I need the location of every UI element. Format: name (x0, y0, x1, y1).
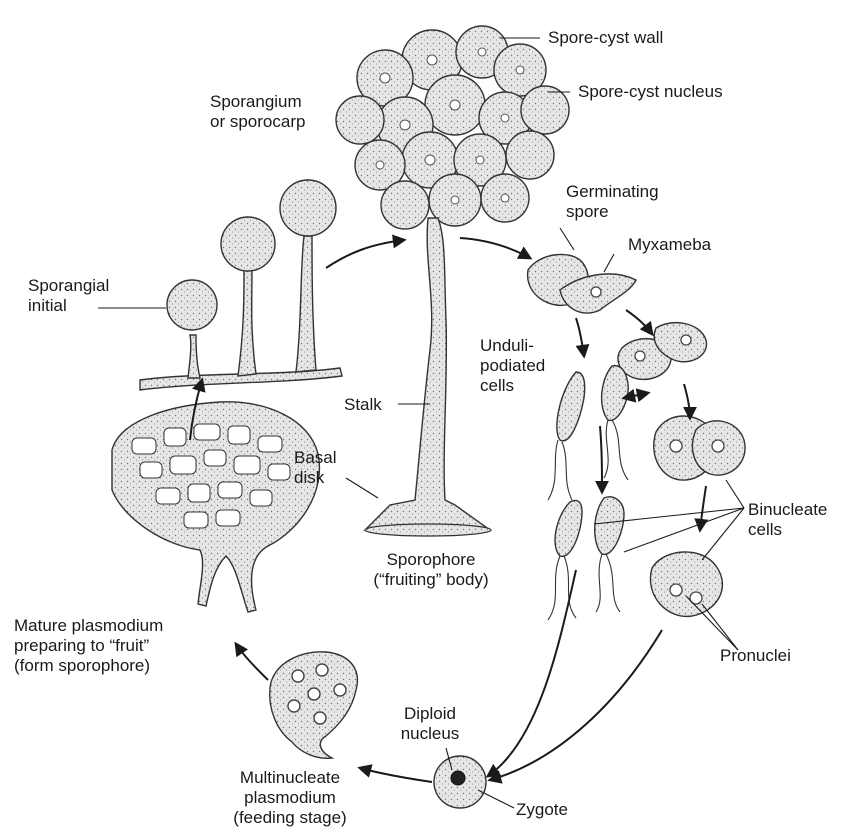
arrow-to-zygote-left (488, 570, 576, 776)
label-zygote: Zygote (516, 800, 568, 820)
arrow-cells-down (600, 426, 602, 492)
label-basal-disk: Basal disk (294, 448, 337, 488)
arrow-to-zygote-right (490, 630, 662, 780)
label-mature-plasmodium: Mature plasmodium preparing to “fruit” (… (14, 616, 163, 676)
label-multinucleate-line1: Multinucleate (222, 768, 358, 788)
label-basal-line1: Basal (294, 448, 337, 468)
label-multinucleate-plasmodium: Multinucleate plasmodium (feeding stage) (222, 768, 358, 828)
label-unduli-line3: cells (480, 376, 545, 396)
label-sporophore-line2: (“fruiting” body) (356, 570, 506, 590)
label-germinating-spore: Germinating spore (566, 182, 659, 222)
label-myxameba: Myxameba (628, 235, 711, 255)
label-sporangial-initial: Sporangial initial (28, 276, 109, 316)
label-diploid-line1: Diploid (380, 704, 480, 724)
label-mature-line1: Mature plasmodium (14, 616, 163, 636)
label-stalk: Stalk (344, 395, 382, 415)
label-binucleate-cells: Binucleate cells (748, 500, 827, 540)
label-multinucleate-line3: (feeding stage) (222, 808, 358, 828)
label-sporangium-line2: or sporocarp (210, 112, 305, 132)
stalk-shape (365, 218, 490, 530)
label-mature-line3: (form sporophore) (14, 656, 163, 676)
arrow-spore-to-cell-1 (576, 318, 584, 356)
arrow-to-binucleate (684, 384, 690, 418)
multinucleate-plasmodium-shape (270, 652, 358, 758)
label-undulipodiated-cells: Unduli- podiated cells (480, 336, 545, 396)
label-binucleate-line1: Binucleate (748, 500, 827, 520)
label-sporangium: Sporangium or sporocarp (210, 92, 305, 132)
label-sporophore: Sporophore (“fruiting” body) (356, 550, 506, 590)
arrow-sporangium-to-spore (460, 238, 530, 258)
label-diploid-nucleus: Diploid nucleus (380, 704, 480, 744)
label-unduli-line2: podiated (480, 356, 545, 376)
label-sporangial-line2: initial (28, 296, 109, 316)
arrow-plasmodium-to-mature (236, 644, 268, 680)
label-sporophore-line1: Sporophore (356, 550, 506, 570)
label-spore-cyst-nucleus: Spore-cyst nucleus (578, 82, 723, 102)
label-sporangium-line1: Sporangium (210, 92, 305, 112)
label-sporangial-line1: Sporangial (28, 276, 109, 296)
arrow-myxameba-down (626, 310, 652, 334)
arrow-initial-to-stalk (326, 240, 404, 268)
label-germinating-line2: spore (566, 202, 659, 222)
sporangial-initials (140, 180, 342, 390)
label-mature-line2: preparing to “fruit” (14, 636, 163, 656)
label-multinucleate-line2: plasmodium (222, 788, 358, 808)
label-diploid-line2: nucleus (380, 724, 480, 744)
basal-disk-shape (365, 524, 491, 536)
label-basal-line2: disk (294, 468, 337, 488)
diploid-nucleus-shape (451, 771, 465, 785)
label-binucleate-line2: cells (748, 520, 827, 540)
label-pronuclei: Pronuclei (720, 646, 791, 666)
label-spore-cyst-wall: Spore-cyst wall (548, 28, 663, 48)
label-unduli-line1: Unduli- (480, 336, 545, 356)
arrow-zygote-to-plasmodium (360, 768, 432, 782)
label-germinating-line1: Germinating (566, 182, 659, 202)
